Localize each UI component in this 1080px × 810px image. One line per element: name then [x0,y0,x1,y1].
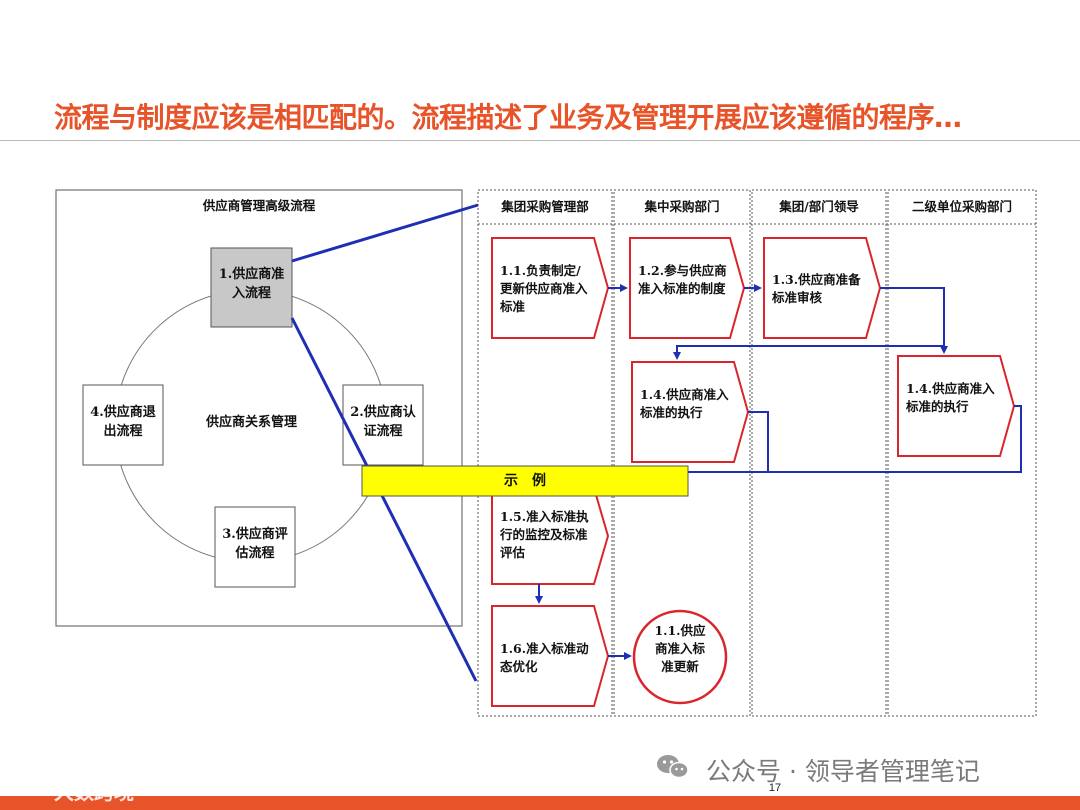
step-1-5-label: 1.5.准入标准执行的监控及标准评估 [500,509,589,561]
footer-bar [0,796,1080,810]
step-shapes [491,237,1016,707]
lane-header-sub-unit: 二级单位采购部门 [911,199,1012,214]
lane-header-leadership: 集团/部门领导 [779,199,859,214]
zoom-lines [290,203,479,682]
example-banner [361,465,689,497]
slide-title: 流程与制度应该是相匹配的。流程描述了业务及管理开展应该遵循的程序… [54,101,962,134]
left-panel-title: 供应商管理高级流程 [202,198,316,213]
swimlane-frames [477,189,1037,717]
step-1-1-label: 1.1.负责制定/更新供应商准入标准 [500,263,588,315]
step-1-4b-shape [897,355,1016,457]
lane-header-group-procurement: 集团采购管理部 [501,199,589,214]
brand-logo-text: 大数跨境 [54,780,134,804]
title-divider [0,140,1080,141]
step-1-3-label: 1.3.供应商准备标准审核 [772,272,861,306]
end-event-label: 1.1.供应商准入标准更新 [654,623,706,675]
step-1-4a-label: 1.4.供应商准入标准的执行 [640,387,729,421]
entry-process-box [210,247,293,328]
wechat-icon [657,755,689,779]
exit-process-label: 4.供应商退出流程 [90,405,156,439]
step-1-2-shape [629,237,746,339]
page-number: 17 [768,782,782,794]
relationship-center-label: 供应商关系管理 [206,415,298,430]
step-1-3-shape [763,237,882,339]
step-1-4b-label: 1.4.供应商准入标准的执行 [906,381,995,415]
entry-process-label: 1.供应商准入流程 [218,267,285,301]
evaluation-process-box [214,506,296,588]
end-event-circle [632,609,728,705]
lane-header-central-procurement: 集中采购部门 [644,199,720,214]
step-1-1-shape [491,237,610,339]
step-1-6-label: 1.6.准入标准动态优化 [500,641,589,675]
step-1-6-shape [491,605,610,707]
example-banner-label: 示例 [504,473,560,489]
evaluation-process-label: 3.供应商评估流程 [222,527,288,561]
step-1-4a-shape [631,361,750,463]
step-1-2-label: 1.2.参与供应商准入标准的制度 [638,263,727,297]
brand-logo-mark: IC∞ [6,776,41,797]
flow-connectors [535,284,1022,660]
brand-logo-icon: IC∞ [6,776,52,800]
certification-process-label: 2.供应商认证流程 [350,405,416,439]
exit-process-box [82,384,164,466]
certification-process-box [342,384,424,466]
watermark-text: 公众号 · 领导者管理笔记 [706,757,980,786]
